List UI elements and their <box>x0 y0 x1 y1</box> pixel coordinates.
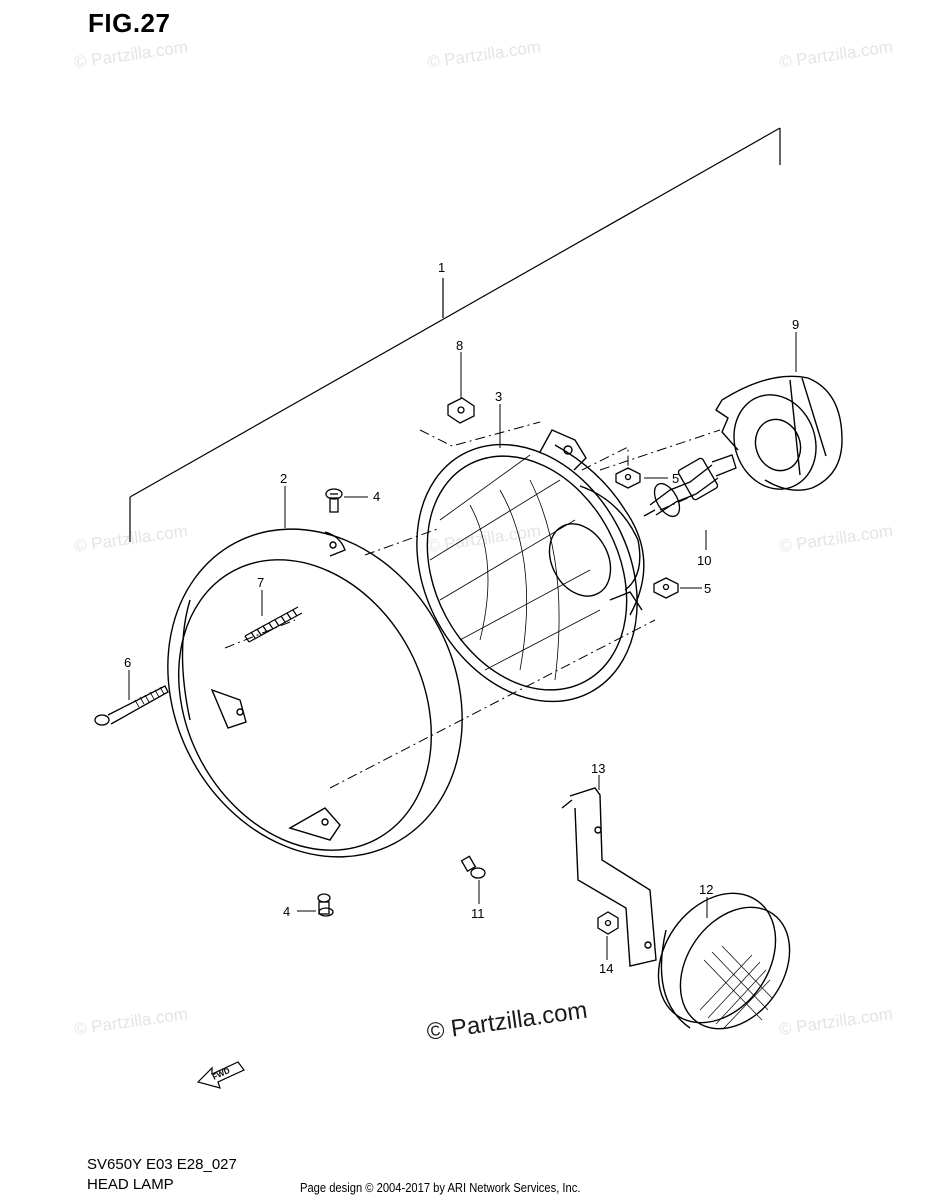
headlamp-rim <box>167 528 463 858</box>
callout-8: 8 <box>456 338 463 353</box>
callout-12: 12 <box>699 882 713 897</box>
bracket-part-13 <box>561 787 657 967</box>
callout-2: 2 <box>280 471 287 486</box>
headlamp-unit <box>416 429 645 703</box>
section-name: HEAD LAMP <box>87 1176 174 1193</box>
callout-14: 14 <box>599 961 613 976</box>
leader-lines <box>128 332 797 960</box>
figure-title: FIG.27 <box>88 8 171 38</box>
callout-11: 11 <box>471 906 485 921</box>
callout-labels: 1 2 3 4 4 5 5 6 7 8 9 10 11 12 13 14 <box>124 260 799 976</box>
callout-4-lower: 4 <box>283 904 290 919</box>
callout-13: 13 <box>591 761 605 776</box>
watermark: © Partzilla.com <box>73 521 189 556</box>
main-watermark: © Partzilla.com <box>425 997 589 1046</box>
watermark: © Partzilla.com <box>426 37 542 72</box>
screw-part-6 <box>94 685 169 726</box>
watermark-layer: © Partzilla.com © Partzilla.com © Partzi… <box>73 37 894 1039</box>
callout-5-lower: 5 <box>704 581 711 596</box>
page-credit: Page design © 2004-2017 by ARI Network S… <box>300 1180 581 1195</box>
callout-4-upper: 4 <box>373 489 380 504</box>
callout-1: 1 <box>438 260 445 275</box>
forward-direction-arrow: FWD <box>196 1061 245 1089</box>
watermark: © Partzilla.com <box>73 37 189 72</box>
bulb-cover <box>715 375 843 491</box>
headlamp-bulb <box>643 454 737 518</box>
callout-5-upper: 5 <box>672 471 679 486</box>
assembly-guides <box>224 421 721 789</box>
nut-part-8 <box>447 397 475 424</box>
bolt-part-11 <box>460 855 486 879</box>
assembly-bracket <box>129 127 781 542</box>
callout-3: 3 <box>495 389 502 404</box>
watermark: © Partzilla.com <box>778 1004 894 1039</box>
nut-part-5-upper <box>615 467 641 489</box>
callout-6: 6 <box>124 655 131 670</box>
watermark: © Partzilla.com <box>73 1004 189 1039</box>
screw-part-4-upper <box>325 488 343 513</box>
reflector-part-12 <box>657 892 791 1030</box>
callout-10: 10 <box>697 553 711 568</box>
nut-part-14 <box>597 911 619 935</box>
callout-7: 7 <box>257 575 264 590</box>
nut-part-5-lower <box>653 577 679 599</box>
callout-9: 9 <box>792 317 799 332</box>
watermark: © Partzilla.com <box>778 521 894 556</box>
spring-part-7 <box>244 606 303 643</box>
screw-part-4-lower <box>317 893 334 917</box>
model-code: SV650Y E03 E28_027 <box>87 1156 237 1173</box>
watermark: © Partzilla.com <box>778 37 894 72</box>
